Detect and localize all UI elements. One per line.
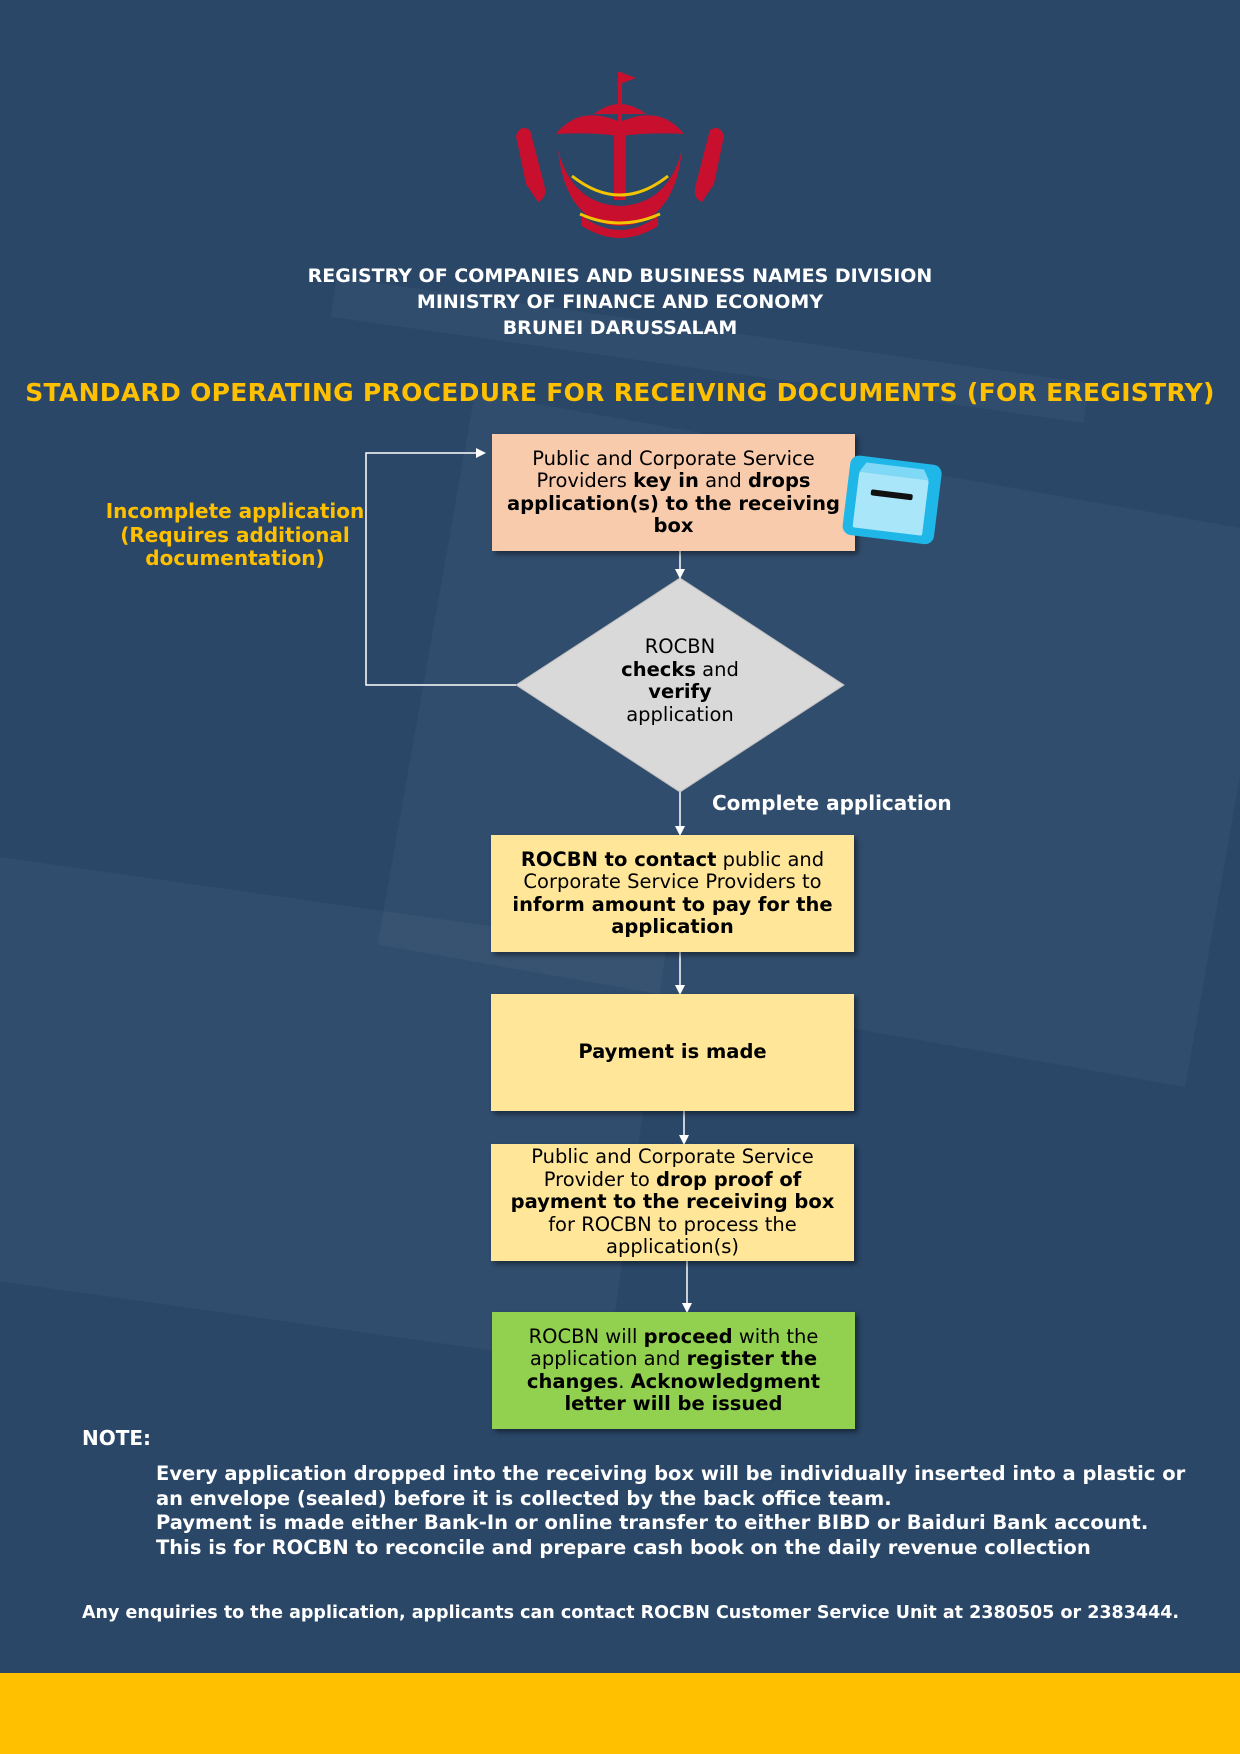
step1-text-a: Public and Corporate Service Providers bbox=[532, 446, 815, 492]
step4-text-b: drop proof of payment to the receiving b… bbox=[510, 1167, 835, 1214]
header-line-2: MINISTRY OF FINANCE AND ECONOMY bbox=[416, 291, 824, 313]
receiving-box-icon bbox=[842, 455, 942, 545]
enquiry-contact: Any enquiries to the application, applic… bbox=[82, 1603, 1180, 1623]
step5-text-a: ROCBN will bbox=[528, 1324, 644, 1348]
decision-text-e: application bbox=[626, 702, 734, 726]
incomplete-application-label: Incomplete application (Requires additio… bbox=[105, 499, 365, 570]
brunei-crest-icon bbox=[516, 72, 724, 238]
step-drop-proof-of-payment: Public and Corporate Service Provider to… bbox=[491, 1144, 854, 1261]
step-payment-made: Payment is made bbox=[491, 994, 854, 1111]
page-title: STANDARD OPERATING PROCEDURE FOR RECEIVI… bbox=[25, 378, 1215, 407]
header-line-3: BRUNEI DARUSSALAM bbox=[502, 317, 738, 339]
decision-check-verify: ROCBN checks and verify application bbox=[560, 635, 800, 726]
footer-bar bbox=[0, 1673, 1240, 1754]
step-register-changes: ROCBN will proceed with the application … bbox=[492, 1312, 855, 1429]
decision-text-a: ROCBN bbox=[644, 635, 716, 658]
step5-text-b: proceed bbox=[643, 1324, 733, 1348]
step1-text-c: and bbox=[698, 469, 748, 492]
step4-text-c: for ROCBN to process the application(s) bbox=[548, 1212, 797, 1259]
step1-text-b: key in bbox=[633, 469, 699, 492]
decision-text-d: verify bbox=[648, 680, 712, 703]
step-drop-application: Public and Corporate Service Providers k… bbox=[492, 434, 855, 551]
step5-text-c: with the application and bbox=[529, 1324, 819, 1370]
step4-text-a: Public and Corporate Service Provider to bbox=[531, 1145, 814, 1191]
decision-text-c: and bbox=[695, 657, 739, 681]
complete-application-label: Complete application bbox=[712, 791, 952, 815]
step5-text-d: register the changes bbox=[526, 1347, 818, 1393]
step3-text-a: Payment is made bbox=[578, 1040, 767, 1064]
header-line-1: REGISTRY OF COMPANIES AND BUSINESS NAMES… bbox=[307, 265, 933, 287]
note-line-1: Every application dropped into the recei… bbox=[156, 1462, 1186, 1510]
step5-text-f: Acknowledgment letter will be issued bbox=[564, 1369, 821, 1415]
note-title: NOTE: bbox=[82, 1426, 152, 1450]
step2-text-a: ROCBN to contact bbox=[520, 847, 717, 871]
note-body: Every application dropped into the recei… bbox=[156, 1462, 1186, 1560]
decision-text-b: checks bbox=[621, 657, 696, 681]
step2-text-b: public and Corporate Service Providers t… bbox=[523, 847, 825, 893]
step2-text-c: inform amount to pay for the application bbox=[512, 892, 833, 938]
step-contact-amount: ROCBN to contact public and Corporate Se… bbox=[491, 835, 854, 952]
note-line-2: Payment is made either Bank-In or online… bbox=[156, 1511, 1149, 1559]
step1-text-d: drops application(s) to the receiving bo… bbox=[507, 469, 840, 537]
step5-text-e: . bbox=[618, 1369, 631, 1393]
